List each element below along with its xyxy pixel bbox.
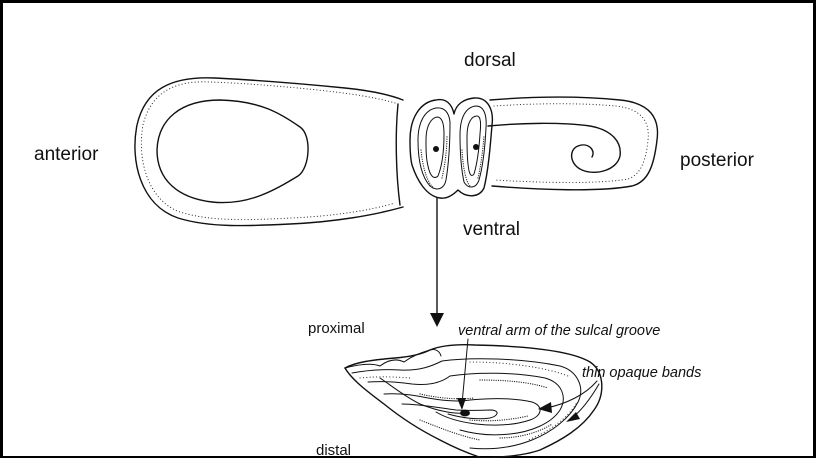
label-thin-bands: thin opaque bands [582, 365, 701, 381]
label-proximal: proximal [308, 320, 365, 337]
label-dorsal: dorsal [464, 50, 516, 71]
label-anterior: anterior [34, 144, 99, 165]
label-ventral: ventral [463, 219, 520, 240]
otolith-cut-section [410, 98, 492, 198]
label-ventral-arm: ventral arm of the sulcal groove [458, 323, 660, 339]
enlarged-section [345, 345, 602, 458]
anterior-otolith-body [135, 78, 403, 226]
sulcus-spiral [488, 123, 620, 172]
label-posterior: posterior [680, 150, 755, 171]
annotation-pointers [457, 339, 599, 422]
anterior-cavity [157, 100, 308, 203]
down-arrow [430, 198, 444, 327]
posterior-otolith-body [488, 97, 658, 190]
label-distal: distal [316, 442, 351, 458]
